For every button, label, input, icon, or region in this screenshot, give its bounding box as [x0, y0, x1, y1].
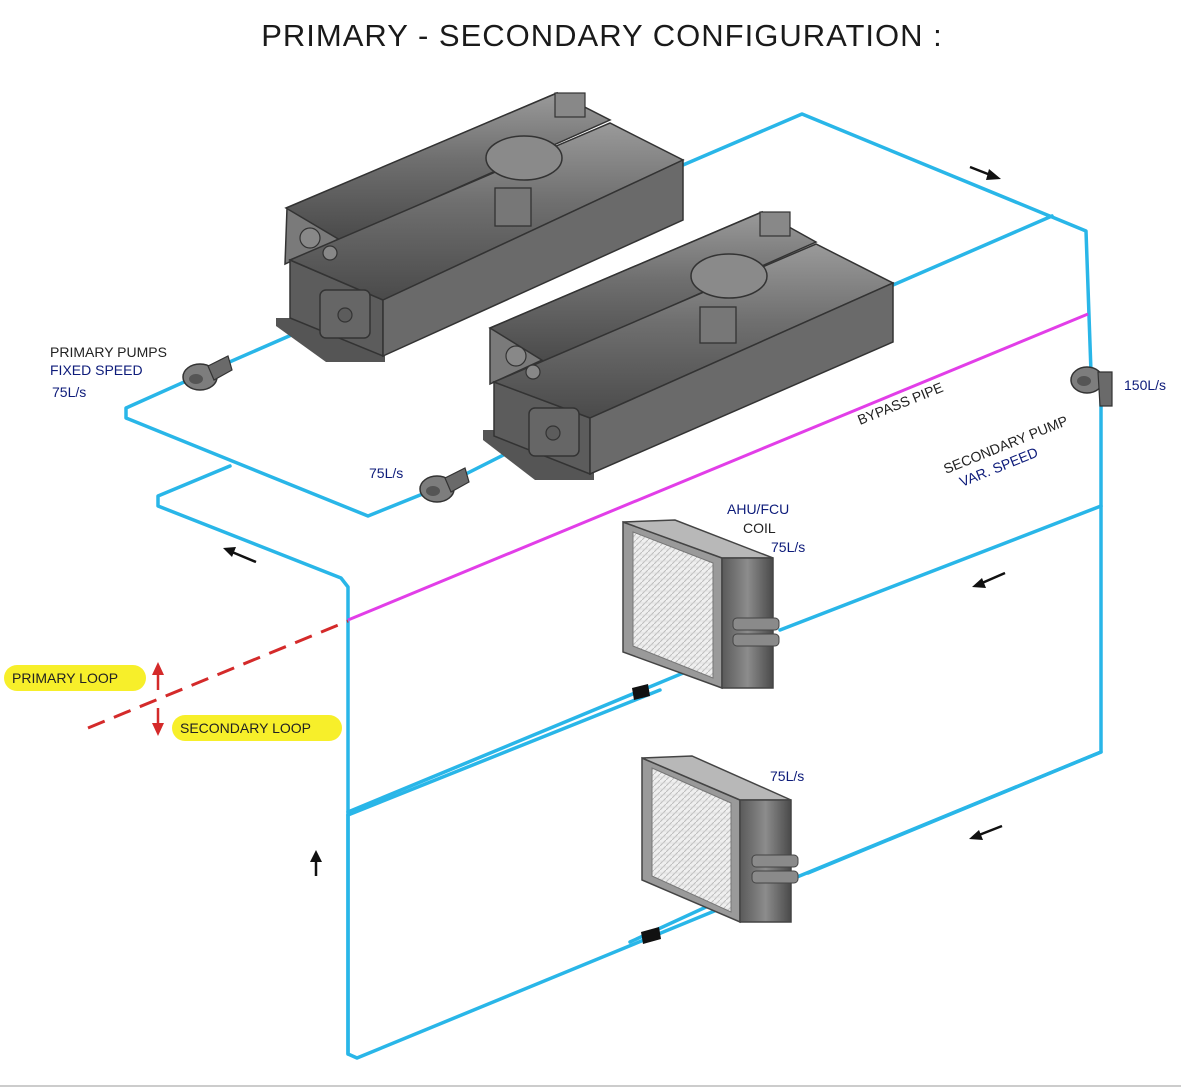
primary-pump-1-flow: 75L/s — [52, 384, 86, 400]
primary-pump-2-flow: 75L/s — [369, 465, 403, 481]
arrow-down-icon — [152, 708, 164, 736]
secondary-pump — [1070, 366, 1113, 407]
flow-arrow-icon — [972, 571, 1006, 588]
primary-pump-2 — [419, 467, 470, 503]
diagram-title: PRIMARY - SECONDARY CONFIGURATION : — [261, 18, 943, 53]
secondary-loop-highlight — [172, 715, 342, 741]
primary-pump-1 — [182, 355, 233, 391]
piping-network — [124, 112, 1103, 1060]
secondary-loop-label: SECONDARY LOOP — [180, 720, 311, 736]
loop-divider-line — [87, 619, 349, 730]
primary-loop-highlight — [4, 665, 146, 691]
flow-arrow-icon — [969, 165, 1001, 180]
coil-2-flow: 75L/s — [770, 768, 804, 784]
bypass-pipe — [347, 312, 1089, 622]
primary-loop-label: PRIMARY LOOP — [12, 670, 118, 686]
primary-pumps-label: PRIMARY PUMPS — [50, 344, 167, 360]
coil2-supply-branch — [806, 750, 1103, 875]
chiller-2 — [483, 210, 895, 480]
chiller2-supply-pipe — [891, 214, 1054, 287]
coil1-supply-branch — [778, 504, 1103, 632]
fixed-speed-label: FIXED SPEED — [50, 362, 143, 378]
supply-header-pipe — [681, 112, 1093, 374]
ahu-fcu-label: AHU/FCU — [727, 501, 789, 517]
chiller-1 — [276, 91, 685, 362]
valve-icon — [641, 927, 661, 944]
chiller-1-base — [276, 318, 385, 362]
coil-fins — [651, 767, 732, 913]
flow-arrow-icon — [310, 850, 322, 876]
ahu-coil-2 — [641, 755, 799, 924]
valve-icon — [632, 684, 650, 700]
coil-1-flow: 75L/s — [771, 539, 805, 555]
flow-arrow-icon — [969, 824, 1003, 840]
ahu-coil-1 — [622, 519, 780, 690]
coil-fins — [632, 531, 714, 679]
flow-arrow-icon — [223, 547, 257, 564]
secondary-pump-flow: 150L/s — [1124, 377, 1166, 393]
arrow-up-icon — [152, 662, 164, 690]
coil-label: COIL — [743, 520, 776, 536]
coil2-return-branch — [346, 688, 662, 817]
